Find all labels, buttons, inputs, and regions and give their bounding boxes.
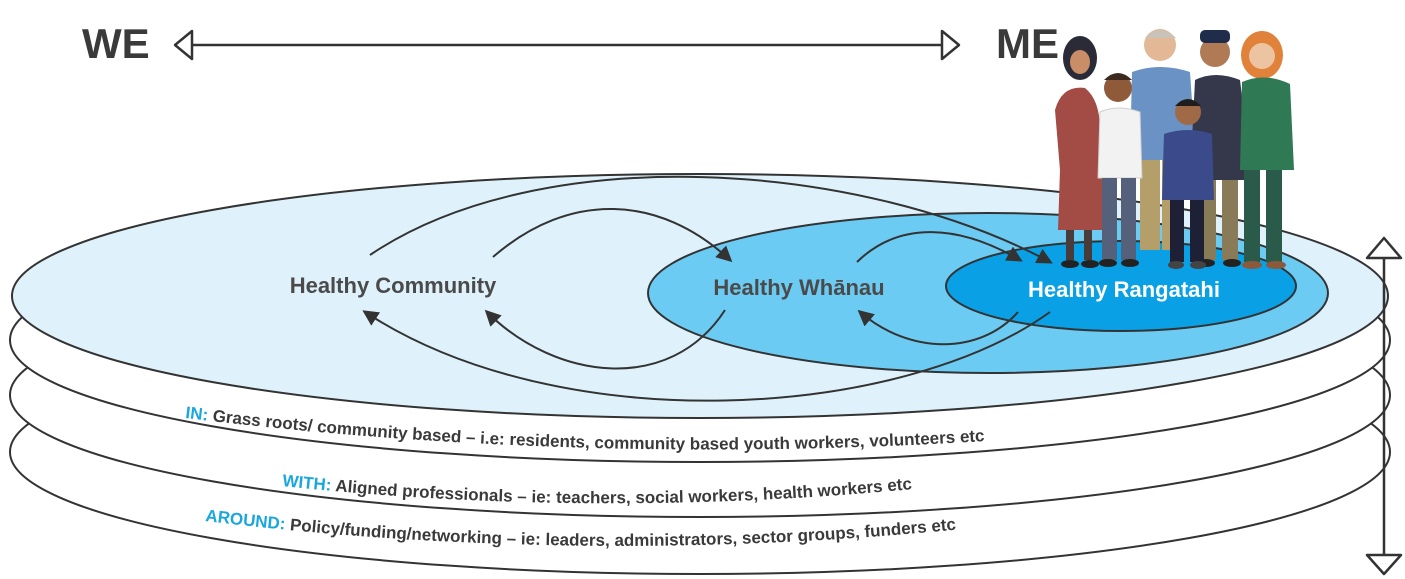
we-me-axis: WE ME bbox=[82, 20, 1059, 67]
arrow-whanau-to-rangatahi bbox=[856, 231, 1023, 263]
vertical-double-arrow-icon bbox=[1365, 236, 1403, 576]
me-label: ME bbox=[996, 20, 1059, 67]
horizontal-double-arrow-icon bbox=[173, 29, 961, 61]
person-woman-hijab bbox=[1055, 36, 1104, 268]
group-of-people-illustration bbox=[1055, 29, 1294, 269]
arrow-community-to-whanau bbox=[492, 207, 733, 263]
arrow-rangatahi-to-community bbox=[362, 310, 1051, 402]
person-boy-nz-shirt bbox=[1097, 73, 1143, 267]
we-label: WE bbox=[82, 20, 150, 67]
healthy-community-label: Healthy Community bbox=[290, 273, 497, 298]
layer-stack bbox=[9, 173, 1391, 575]
arrow-rangatahi-to-whanau bbox=[857, 309, 1019, 346]
flow-arrows bbox=[362, 175, 1053, 402]
healthy-whanau-label: Healthy Whānau bbox=[713, 275, 884, 300]
arrow-community-to-rangatahi bbox=[369, 175, 1053, 264]
arrow-whanau-to-community bbox=[484, 309, 726, 370]
person-girl-hoodie bbox=[1162, 99, 1214, 269]
healthy-rangatahi-label: Healthy Rangatahi bbox=[1028, 277, 1220, 302]
person-woman-red-hair bbox=[1240, 31, 1294, 269]
